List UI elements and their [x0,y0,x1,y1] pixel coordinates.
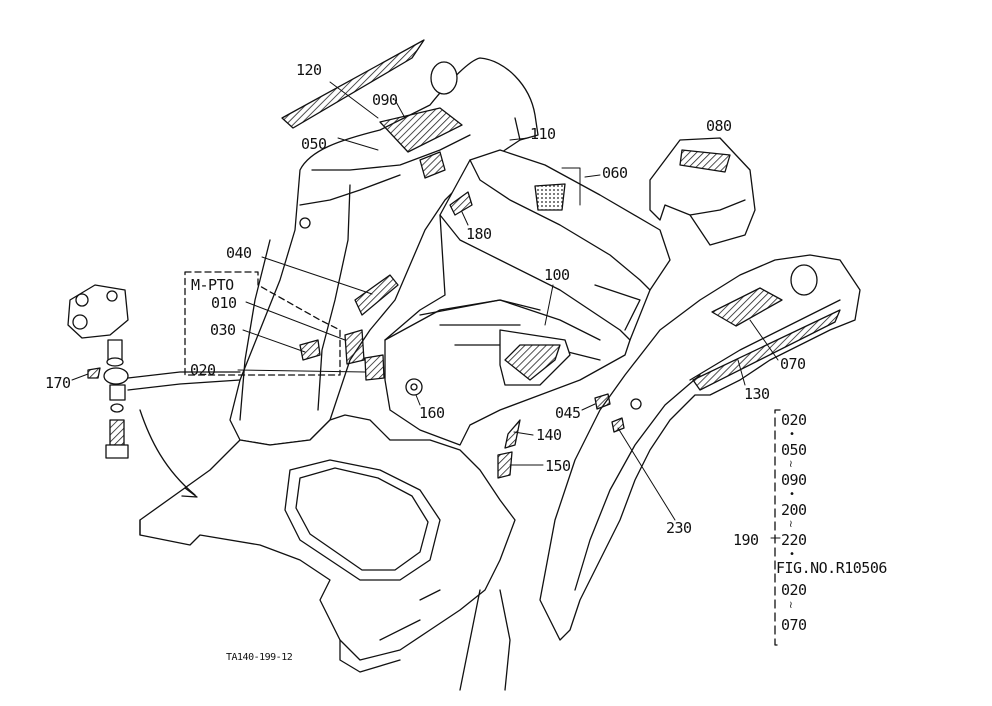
range-item: 090 [781,471,807,489]
range-item: 220 [781,531,807,549]
drawing-code: TA140-199-12 [226,652,293,663]
mat-strip-120 [281,39,425,129]
callout-100: 100 [544,266,570,284]
center-body [384,149,671,479]
range-item: 070 [781,616,807,634]
callout-060: 060 [602,164,628,182]
range-item: 050 [781,441,807,459]
callout-230: 230 [666,519,692,537]
callout-170: 170 [45,374,71,392]
direction-arrow [139,409,198,498]
right-fender [539,254,861,641]
pad-090 [379,107,463,153]
callout-080: 080 [706,117,732,135]
callout-040: 040 [226,244,252,262]
floor-mat [139,414,516,691]
callout-020: 020 [190,361,216,379]
cover-080 [649,137,756,246]
range-bracket [774,409,781,646]
range-separator-dot: • [789,429,795,440]
callout-120: 120 [296,61,322,79]
leader-lines [71,81,781,539]
pads-left-console [299,329,385,381]
pad-110 [419,151,446,179]
pad-060 [534,183,566,211]
range-item: 200 [781,501,807,519]
callout-110: 110 [530,125,556,143]
m-pto-box [184,271,341,376]
pad-040 [354,274,399,316]
callout-160: 160 [419,404,445,422]
range-item: 020 [781,411,807,429]
callout-130: 130 [744,385,770,403]
pad-180 [449,191,473,216]
range-item: 020 [781,581,807,599]
callout-010: 010 [211,294,237,312]
callout-180: 180 [466,225,492,243]
callout-140: 140 [536,426,562,444]
callout-150: 150 [545,457,571,475]
callout-090: 090 [372,91,398,109]
callout-045: 045 [555,404,581,422]
valve-assembly [67,284,241,459]
callout-030: 030 [210,321,236,339]
range-separator-dot: • [789,489,795,500]
callout-190: 190 [733,531,759,549]
callout-050: 050 [301,135,327,153]
range-separator-dot: • [789,549,795,560]
figure-number: FIG.NO.R10506 [776,559,887,577]
callout-070: 070 [780,355,806,373]
range-separator-tilde: ≀ [789,459,793,470]
range-separator-tilde: ≀ [789,519,793,530]
range-separator-tilde: ≀ [789,600,793,611]
option-label-m-pto: M-PTO [191,276,234,294]
